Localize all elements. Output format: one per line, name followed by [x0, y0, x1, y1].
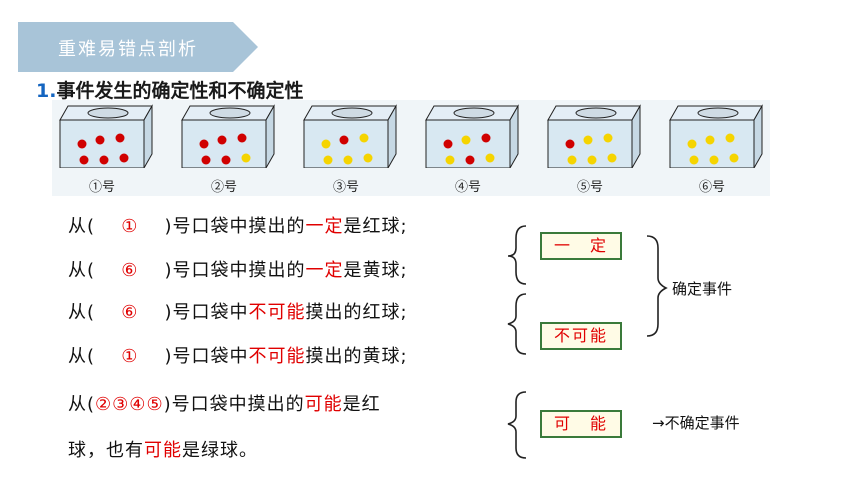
answer-3: ⑥	[121, 302, 139, 323]
yellow-ball	[583, 135, 593, 145]
bag-label-2: ②号	[210, 180, 237, 195]
statement-1: 从( ① )号口袋中摸出的一定是红球;	[68, 216, 408, 237]
answer-4: ①	[121, 346, 139, 367]
red-ball	[481, 133, 491, 143]
red-ball	[199, 139, 209, 149]
keyword-5: 可能	[304, 394, 343, 415]
statement-3: 从( ⑥ )号口袋中不可能摸出的红球;	[68, 302, 408, 323]
yellow-ball	[607, 153, 617, 163]
yellow-ball	[485, 153, 495, 163]
yellow-ball	[241, 153, 251, 163]
heading-text: 事件发生的确定性和不确定性	[56, 80, 304, 102]
red-ball	[237, 133, 247, 143]
bag-label-5: ⑤号	[576, 180, 603, 195]
bag-box-5	[547, 104, 641, 168]
yellow-ball	[687, 139, 697, 149]
tag-possible: 可 能	[540, 410, 622, 438]
keyword-2: 一定	[305, 260, 344, 281]
red-ball	[115, 133, 125, 143]
section-heading: 1.事件发生的确定性和不确定性	[36, 76, 303, 103]
statement-5: 从(②③④⑤)号口袋中摸出的可能是红	[68, 394, 381, 415]
red-ball	[565, 139, 575, 149]
bag-illustrations: ①号 ②号 ③号 ④号 ⑤号 ⑥号	[52, 100, 770, 196]
yellow-ball	[725, 133, 735, 143]
statement-6: 球，也有可能是绿球。	[68, 440, 258, 461]
red-ball	[465, 155, 475, 165]
red-ball	[77, 139, 87, 149]
tag-impossible: 不可能	[540, 322, 622, 350]
bag-label-1: ①号	[88, 180, 115, 195]
label-certain-events: 确定事件	[672, 280, 733, 298]
bag-box-4	[425, 104, 519, 168]
yellow-ball	[461, 135, 471, 145]
banner-shape	[18, 22, 258, 72]
yellow-ball	[587, 155, 597, 165]
keyword-4: 不可能	[248, 346, 306, 367]
answer-2: ⑥	[121, 260, 139, 281]
keyword-1: 一定	[305, 216, 344, 237]
yellow-ball	[359, 133, 369, 143]
bag-label-6: ⑥号	[698, 180, 725, 195]
yellow-ball	[729, 153, 739, 163]
yellow-ball	[705, 135, 715, 145]
yellow-ball	[323, 155, 333, 165]
heading-number: 1.	[36, 80, 57, 102]
red-ball	[443, 139, 453, 149]
bag-box-3	[303, 104, 397, 168]
answer-1: ①	[121, 216, 139, 237]
yellow-ball	[321, 139, 331, 149]
red-ball	[119, 153, 129, 163]
yellow-ball	[567, 155, 577, 165]
banner-title: 重难易错点剖析	[58, 39, 198, 60]
yellow-ball	[709, 155, 719, 165]
yellow-ball	[363, 153, 373, 163]
keyword-3: 不可能	[248, 302, 306, 323]
red-ball	[339, 135, 349, 145]
red-ball	[217, 135, 227, 145]
bag-box-6	[669, 104, 763, 168]
answer-5: ②③④⑤	[95, 394, 164, 415]
yellow-ball	[343, 155, 353, 165]
yellow-ball	[689, 155, 699, 165]
keyword-6: 可能	[144, 440, 182, 461]
yellow-ball	[445, 155, 455, 165]
red-ball	[99, 155, 109, 165]
red-ball	[221, 155, 231, 165]
red-ball	[79, 155, 89, 165]
bag-label-3: ③号	[332, 180, 359, 195]
tag-certain: 一 定	[540, 232, 622, 260]
statement-4: 从( ① )号口袋中不可能摸出的黄球;	[68, 346, 408, 367]
red-ball	[95, 135, 105, 145]
yellow-ball	[603, 133, 613, 143]
section-banner: 重难易错点剖析	[18, 22, 258, 72]
bag-label-4: ④号	[454, 180, 481, 195]
bag-box-2	[181, 104, 275, 168]
statement-2: 从( ⑥ )号口袋中摸出的一定是黄球;	[68, 260, 408, 281]
red-ball	[201, 155, 211, 165]
label-uncertain-events: →不确定事件	[652, 414, 740, 432]
bag-box-1	[59, 104, 153, 168]
